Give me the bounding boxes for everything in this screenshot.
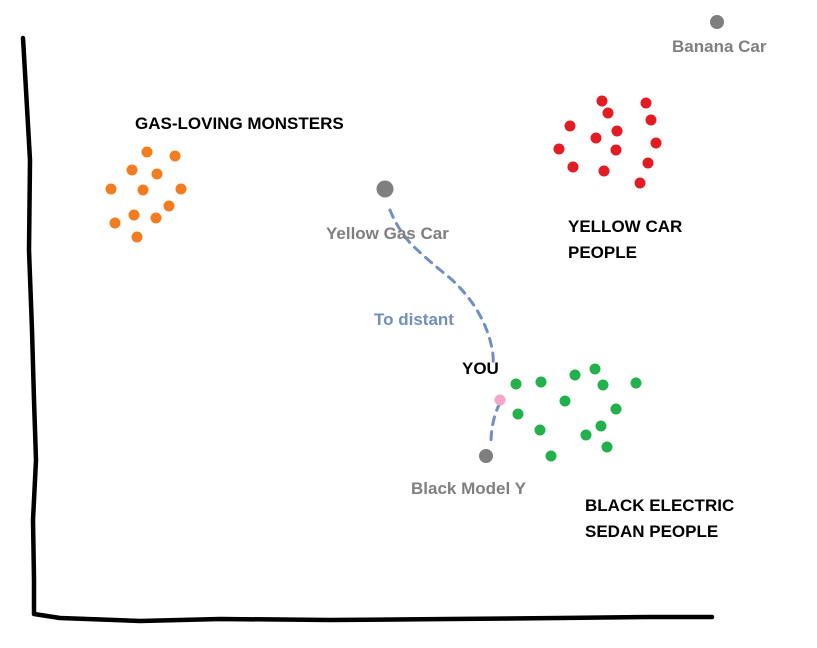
yellow-gas-car-label: Yellow Gas Car (326, 224, 449, 243)
orange-dot (131, 231, 143, 243)
orange-dot (105, 183, 117, 195)
dashed-path (388, 208, 502, 442)
yellow-car-people-label-line1: YELLOW CAR (568, 217, 683, 236)
green-dot (630, 377, 642, 389)
green-cluster (510, 363, 642, 462)
orange-dot (169, 150, 181, 162)
red-dot (553, 143, 565, 155)
green-dot (569, 369, 581, 381)
banana-car-label: Banana Car (672, 37, 767, 56)
you-label: YOU (462, 359, 499, 378)
red-dot (645, 114, 657, 126)
orange-dot (137, 184, 149, 196)
yellow-gas-car-marker (376, 180, 394, 198)
black-model-y-label: Black Model Y (411, 479, 526, 498)
green-dot (512, 408, 524, 420)
black-model-y-marker (479, 449, 493, 463)
red-dot (642, 157, 654, 169)
green-dot (559, 395, 571, 407)
red-dot (596, 95, 608, 107)
red-dot (590, 132, 602, 144)
banana-car-marker (710, 15, 724, 29)
gas-monsters-label: GAS-LOVING MONSTERS (135, 114, 344, 133)
green-dot (601, 441, 613, 453)
black-sedan-people-label-line2: SEDAN PEOPLE (585, 522, 719, 541)
green-dot (595, 420, 607, 432)
green-dot (545, 450, 557, 462)
axis-line (20, 35, 715, 624)
red-dot (634, 177, 646, 189)
you-marker (494, 394, 506, 406)
red-dot (598, 165, 610, 177)
orange-cluster (105, 146, 187, 243)
red-dot (640, 97, 652, 109)
orange-dot (128, 209, 140, 221)
green-dot (535, 376, 547, 388)
orange-dot (175, 183, 187, 195)
black-sedan-people-label-line1: BLACK ELECTRIC (585, 496, 735, 515)
orange-dot (141, 146, 153, 158)
green-dot (589, 363, 601, 375)
red-dot (610, 144, 622, 156)
red-dot (611, 125, 623, 137)
red-dot (567, 161, 579, 173)
yellow-car-people-label-line2: PEOPLE (568, 243, 637, 262)
to-distant-label: To distant (374, 310, 454, 329)
orange-dot (109, 217, 121, 229)
orange-dot (151, 168, 163, 180)
green-dot (610, 403, 622, 415)
red-dot (602, 107, 614, 119)
green-dot (510, 378, 522, 390)
red-dot (564, 120, 576, 132)
orange-dot (126, 164, 138, 176)
red-dot (650, 137, 662, 149)
green-dot (597, 379, 609, 391)
orange-dot (150, 212, 162, 224)
green-dot (534, 424, 546, 436)
orange-dot (163, 200, 175, 212)
red-cluster (553, 95, 662, 189)
green-dot (580, 429, 592, 441)
